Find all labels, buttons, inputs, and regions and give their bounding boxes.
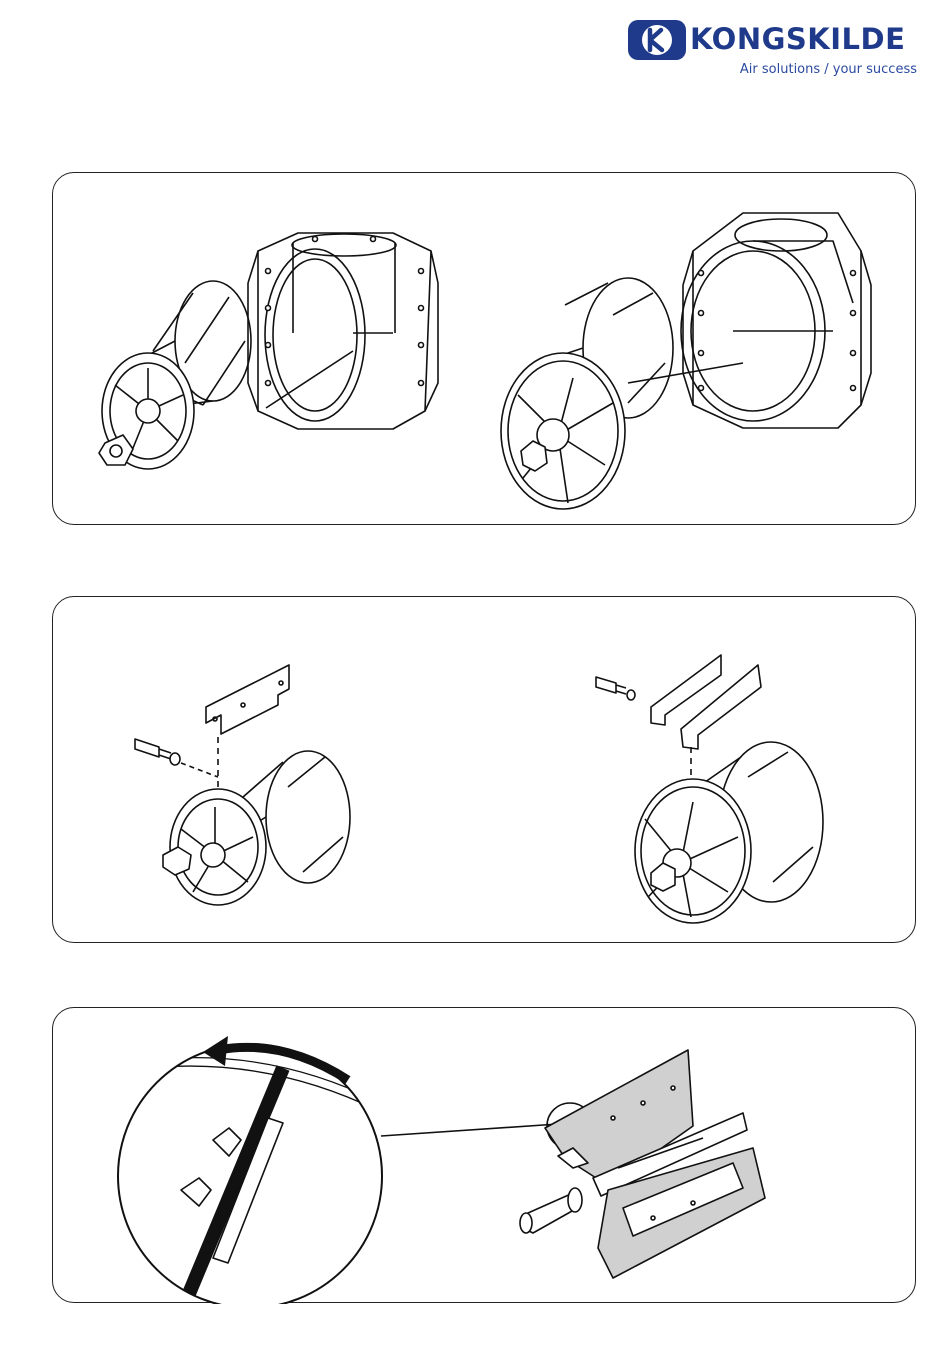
right-rotor-drawing — [501, 278, 673, 509]
left-rotor-drawing — [99, 281, 251, 469]
blade-rotation-detail-illustration — [53, 1008, 917, 1304]
blade-plate-mounting-illustration — [53, 597, 917, 944]
brand-name: KONGSKILDE — [690, 22, 905, 56]
kongskilde-logo: KONGSKILDE Air solutions / your success — [628, 16, 923, 78]
figure-panel-blade-detail — [52, 1007, 916, 1303]
rotor-housing-exploded-illustration — [53, 173, 917, 526]
figure-panel-blade-plates — [52, 596, 916, 943]
figure-panel-rotor-housing — [52, 172, 916, 525]
brand-tagline: Air solutions / your success — [740, 62, 917, 77]
logo-k-badge-icon — [628, 18, 686, 62]
left-housing-drawing — [248, 233, 438, 429]
right-housing-drawing — [628, 213, 871, 428]
